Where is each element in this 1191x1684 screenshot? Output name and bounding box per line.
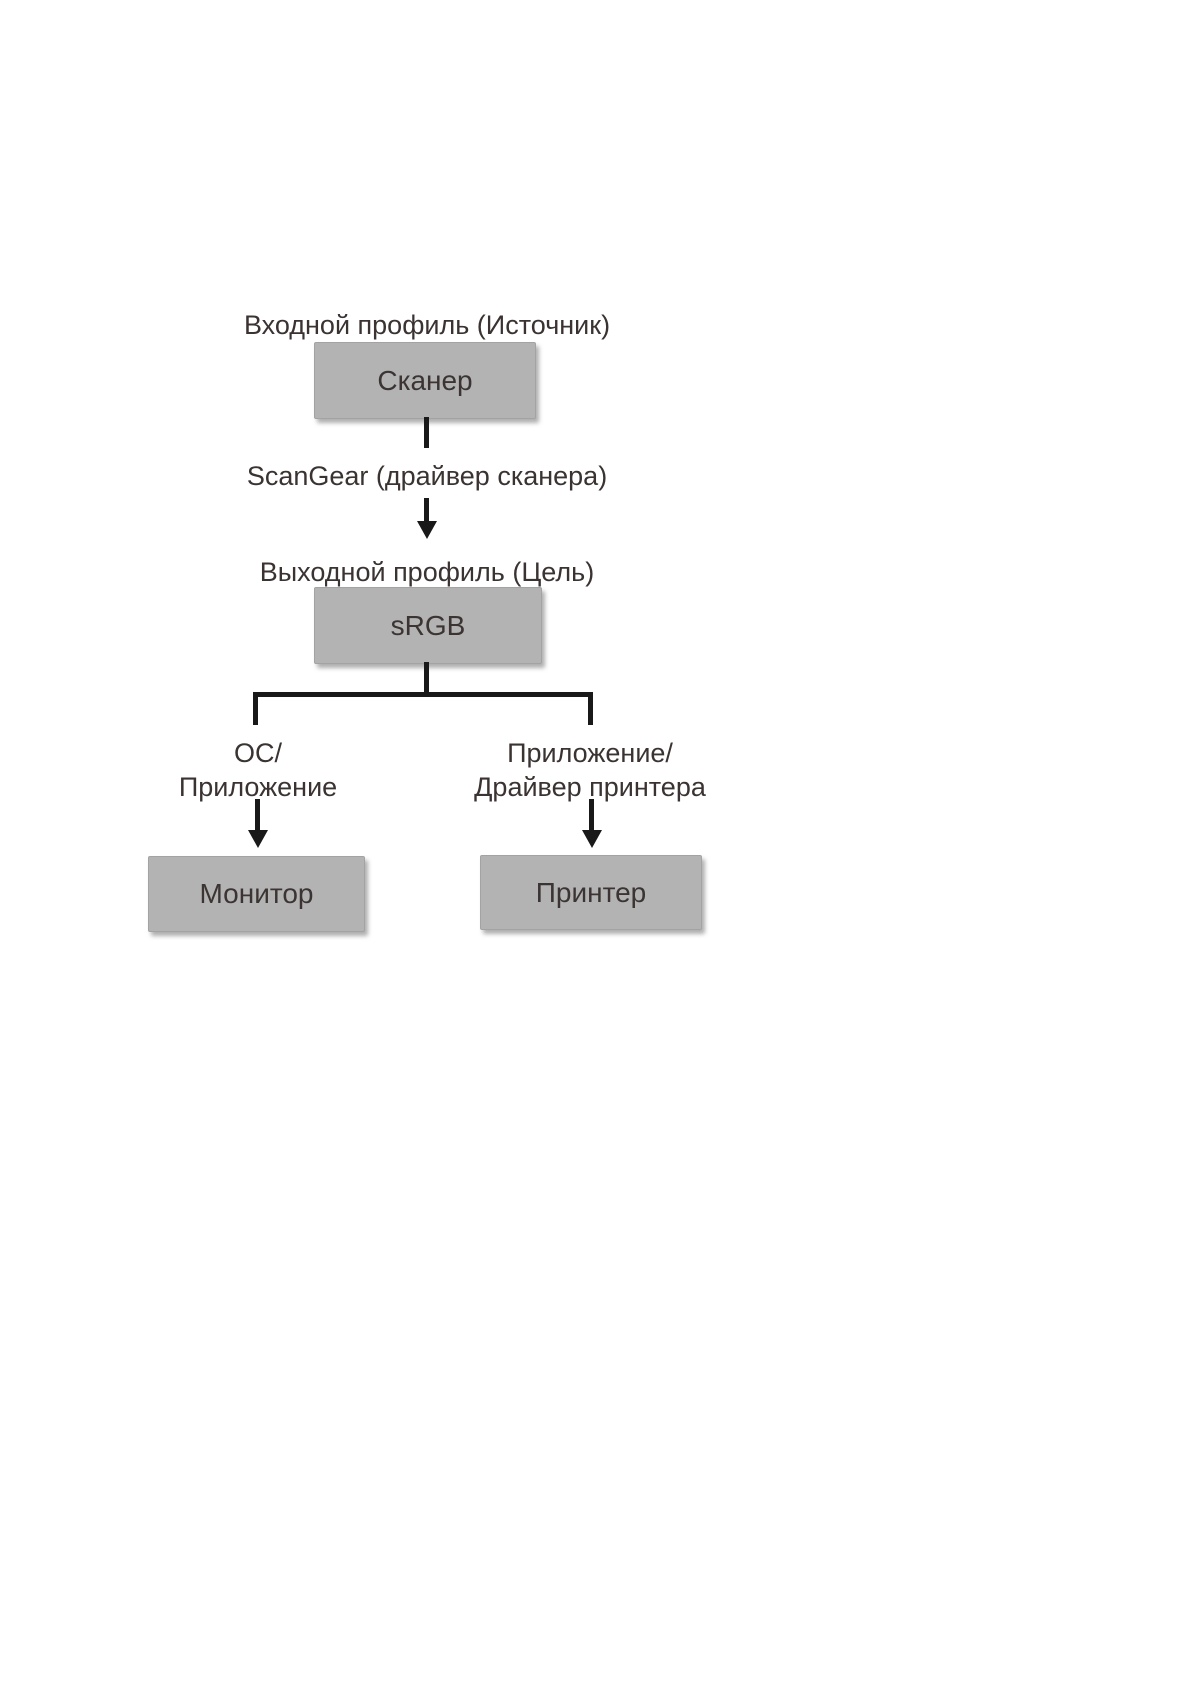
arrow-down-icon	[417, 521, 437, 539]
printer-branch-label-line1: Приложение/	[507, 738, 673, 768]
printer-branch-label: Приложение/ Драйвер принтера	[474, 736, 706, 804]
monitor-branch-label-line1: ОС/	[233, 738, 282, 768]
printer-arrow-shaft	[589, 799, 594, 831]
branch-vertical-line	[424, 662, 429, 696]
monitor-branch-label-line2: Приложение	[178, 772, 338, 802]
printer-branch-label-line2: Драйвер принтера	[474, 772, 706, 802]
monitor-node: Монитор	[148, 856, 365, 932]
input-profile-title: Входной профиль (Источник)	[243, 310, 611, 340]
scangear-arrow-shaft	[424, 498, 429, 523]
srgb-node-label: sRGB	[390, 609, 466, 641]
branch-right-stub-line	[588, 692, 593, 725]
monitor-arrow-shaft	[255, 799, 260, 831]
output-profile-title: Выходной профиль (Цель)	[259, 557, 595, 587]
branch-horizontal-line	[253, 692, 593, 697]
printer-node-label: Принтер	[535, 876, 647, 908]
scanner-node: Сканер	[314, 342, 536, 419]
arrow-down-icon	[582, 830, 602, 848]
scanner-node-label: Сканер	[377, 364, 473, 396]
scanner-connector-line	[424, 417, 429, 448]
branch-left-stub-line	[253, 692, 258, 725]
arrow-down-icon	[248, 830, 268, 848]
srgb-node: sRGB	[314, 587, 542, 664]
monitor-branch-label: ОС/ Приложение	[179, 736, 337, 804]
scangear-driver-label: ScanGear (драйвер сканера)	[246, 461, 608, 491]
monitor-node-label: Монитор	[199, 878, 314, 909]
printer-node: Принтер	[480, 855, 702, 930]
